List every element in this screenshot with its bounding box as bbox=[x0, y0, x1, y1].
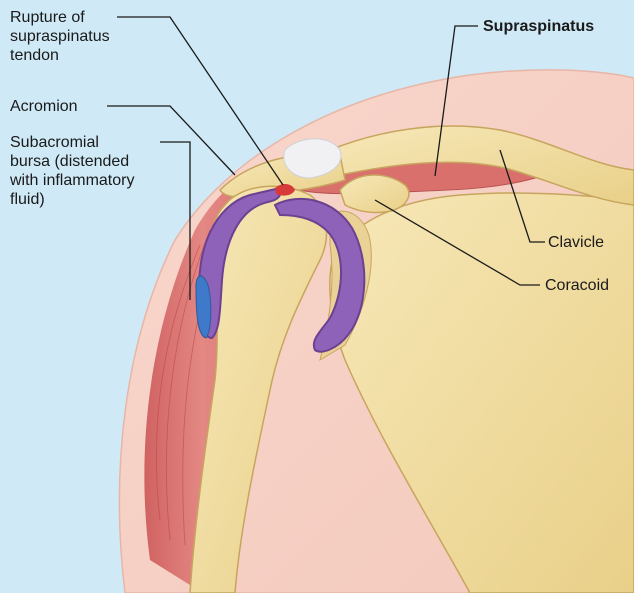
coracoid-bone bbox=[340, 175, 409, 213]
label-coracoid: Coracoid bbox=[545, 276, 609, 295]
label-rupture: Rupture of supraspinatus tendon bbox=[10, 8, 110, 65]
label-acromion: Acromion bbox=[10, 97, 78, 116]
label-clavicle: Clavicle bbox=[548, 233, 604, 252]
label-supraspinatus: Supraspinatus bbox=[483, 17, 594, 36]
label-bursa: Subacromial bursa (distended with inflam… bbox=[10, 133, 134, 209]
